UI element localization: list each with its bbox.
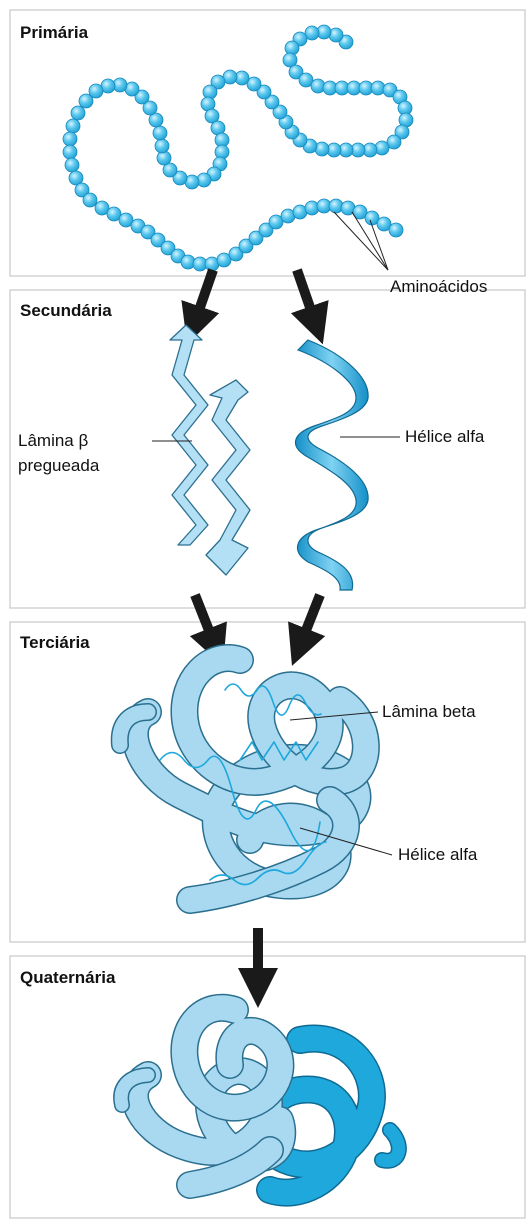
amino-acid-bead: [63, 132, 77, 146]
title-tertiary: Terciária: [20, 633, 90, 652]
title-primary: Primária: [20, 23, 89, 42]
label-amino-acids: Aminoácidos: [390, 277, 487, 296]
amino-acid-bead: [66, 119, 80, 133]
amino-acid-bead: [63, 145, 77, 159]
label-alpha-helix-tertiary: Hélice alfa: [398, 845, 478, 864]
title-secondary: Secundária: [20, 301, 112, 320]
amino-acid-bead: [79, 94, 93, 108]
label-beta-sheet-tertiary: Lâmina beta: [382, 702, 476, 721]
amino-acid-bead: [71, 106, 85, 120]
title-quaternary: Quaternária: [20, 968, 116, 987]
amino-acid-bead: [65, 158, 79, 172]
amino-acid-bead: [155, 139, 169, 153]
amino-acid-bead: [153, 126, 167, 140]
amino-acid-bead: [83, 193, 97, 207]
label-beta-sheet-line2: pregueada: [18, 456, 100, 475]
label-alpha-helix-secondary: Hélice alfa: [405, 427, 485, 446]
label-beta-sheet-line1: Lâmina β: [18, 431, 88, 450]
amino-acid-bead: [389, 223, 403, 237]
